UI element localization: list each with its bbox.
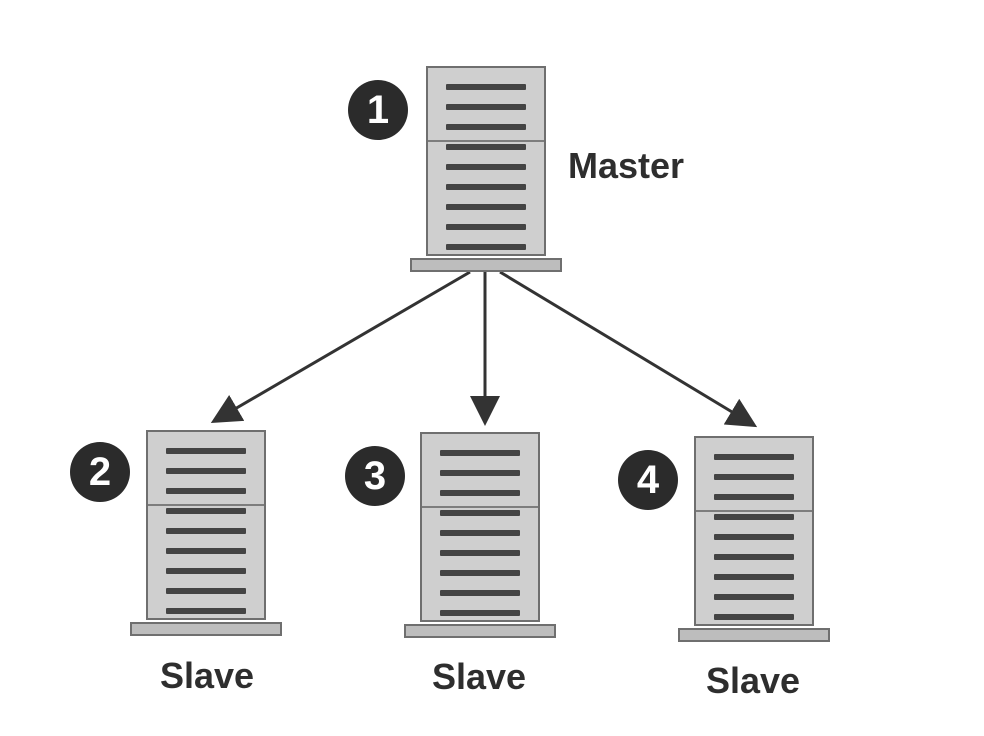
server-slot (446, 204, 526, 210)
slave-server-4-icon (678, 436, 830, 642)
node-4-badge: 4 (618, 450, 678, 510)
server-slot (446, 244, 526, 250)
slave-server-2-icon (130, 430, 282, 636)
server-slot (446, 164, 526, 170)
slave-3-label: Slave (432, 656, 527, 697)
server-slot (446, 144, 526, 150)
server-slot (166, 468, 246, 474)
arrow-master-to-slave-4 (499, 270, 758, 428)
server-base (404, 624, 556, 638)
server-divider (148, 504, 264, 506)
server-slot (166, 608, 246, 614)
server-slot (166, 448, 246, 454)
server-slot (440, 570, 520, 576)
master-server-icon (410, 66, 562, 272)
slave-4-label: Slave (706, 660, 801, 701)
server-slot (714, 574, 794, 580)
server-divider (422, 506, 538, 508)
server-slot (714, 594, 794, 600)
server-slot (166, 488, 246, 494)
arrow-master-to-slave-2 (210, 270, 471, 424)
server-divider (696, 510, 812, 512)
server-slot (714, 554, 794, 560)
server-tower (426, 66, 546, 256)
server-slot (440, 590, 520, 596)
server-slot (166, 528, 246, 534)
node-3-badge: 3 (345, 446, 405, 506)
server-slot (446, 124, 526, 130)
server-slot (440, 610, 520, 616)
server-slot (166, 568, 246, 574)
server-tower (694, 436, 814, 626)
node-1-badge: 1 (348, 80, 408, 140)
server-slot (440, 550, 520, 556)
server-divider (428, 140, 544, 142)
master-label: Master (568, 145, 685, 186)
server-tower (420, 432, 540, 622)
server-slot (714, 494, 794, 500)
server-slot (440, 490, 520, 496)
server-slot (446, 104, 526, 110)
server-slot (714, 614, 794, 620)
server-tower (146, 430, 266, 620)
slave-server-3-icon (404, 432, 556, 638)
server-slot (446, 184, 526, 190)
server-slot (714, 514, 794, 520)
node-2-badge: 2 (70, 442, 130, 502)
server-slot (166, 548, 246, 554)
server-slot (440, 530, 520, 536)
server-slot (446, 84, 526, 90)
server-slot (714, 534, 794, 540)
server-slot (446, 224, 526, 230)
server-slot (166, 508, 246, 514)
server-slot (440, 450, 520, 456)
server-slot (166, 588, 246, 594)
server-slot (714, 474, 794, 480)
server-base (410, 258, 562, 272)
server-base (678, 628, 830, 642)
server-slot (440, 510, 520, 516)
server-slot (440, 470, 520, 476)
server-base (130, 622, 282, 636)
server-slot (714, 454, 794, 460)
slave-2-label: Slave (160, 655, 255, 696)
